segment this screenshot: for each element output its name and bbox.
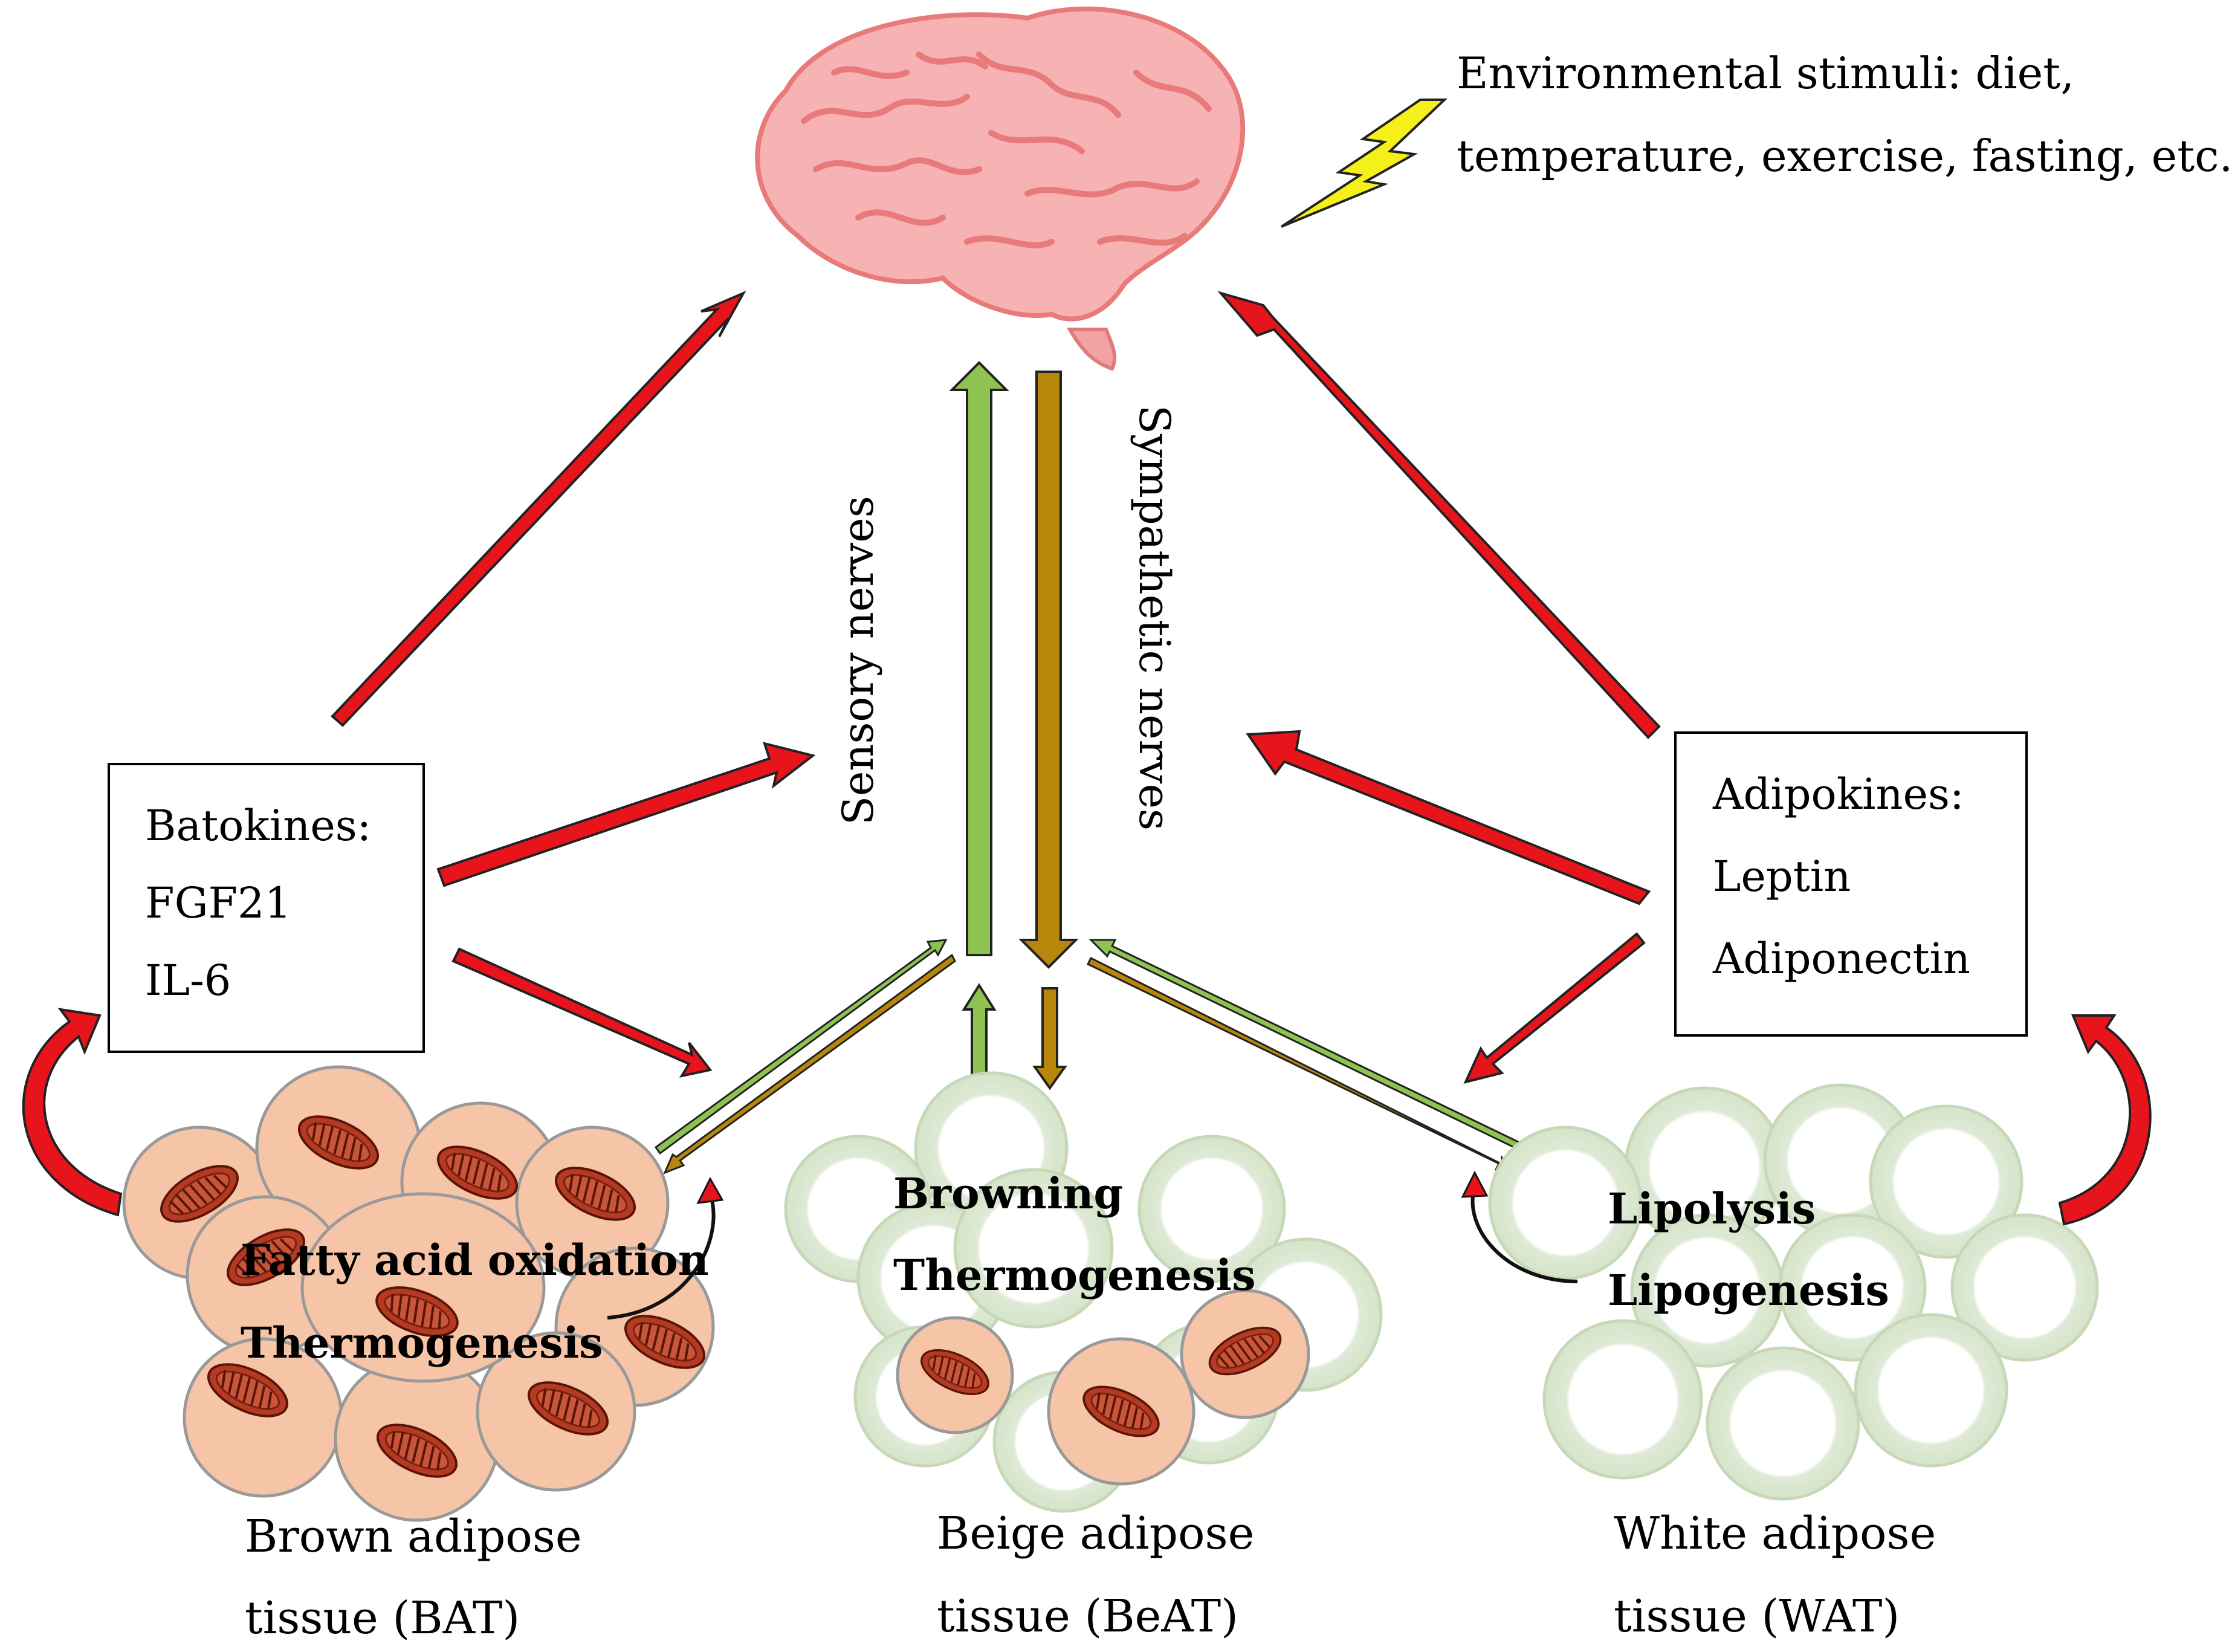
nerve-diagonals bbox=[654, 939, 1540, 1174]
arrow-batokines-to-brain bbox=[331, 290, 746, 727]
sympathetic-nerve-arrow-small bbox=[1032, 987, 1067, 1090]
white-adipose-cells bbox=[1488, 1083, 2099, 1501]
feedback-arrows bbox=[22, 1008, 2152, 1226]
beat-process-label: Browning bbox=[893, 1168, 1124, 1219]
arrow-adipokines-to-nerves bbox=[1246, 730, 1651, 905]
adipokines-title: Adipokines: bbox=[1713, 769, 1964, 819]
wat-process-label: Lipolysis bbox=[1608, 1184, 1816, 1234]
beat-tissue-label: Beige adipose bbox=[937, 1508, 1255, 1560]
bat-process-label: Fatty acid oxidation bbox=[241, 1235, 709, 1285]
beige-brown-cells bbox=[896, 1289, 1310, 1486]
bat-tissue-label: tissue (BAT) bbox=[245, 1592, 520, 1644]
signal-arrows bbox=[331, 290, 1661, 1084]
brain-illustration bbox=[755, 6, 1246, 371]
sensory-nerve-arrow bbox=[949, 361, 1009, 956]
batokines-title: Batokines: bbox=[145, 801, 372, 850]
local-loop-arrows bbox=[607, 1170, 1578, 1320]
sensory-to-bat-arrow bbox=[654, 939, 948, 1155]
wat-tissue-label: tissue (WAT) bbox=[1614, 1590, 1900, 1642]
batokine-item: IL-6 bbox=[145, 956, 231, 1005]
beat-process-label: Thermogenesis bbox=[893, 1250, 1256, 1300]
batokine-item: FGF21 bbox=[145, 878, 292, 928]
bat-to-batokines-loop bbox=[22, 1008, 123, 1217]
wat-to-adipokines-loop bbox=[2058, 1014, 2152, 1226]
environment-label-line2: temperature, exercise, fasting, etc. bbox=[1457, 131, 2229, 181]
adipokine-item: Leptin bbox=[1713, 852, 1851, 901]
sympathetic-to-bat-arrow bbox=[663, 953, 956, 1174]
adipokine-item: Adiponectin bbox=[1713, 934, 1971, 983]
arrow-batokines-to-nerves bbox=[436, 742, 816, 887]
sympathetic-nerve-arrow bbox=[1018, 371, 1079, 969]
arrow-adipokines-to-wat bbox=[1463, 932, 1646, 1084]
lightning-bolt-icon bbox=[1280, 99, 1448, 228]
bat-process-label: Thermogenesis bbox=[241, 1318, 603, 1368]
sympathetic-nerves-label: Sympathetic nerves bbox=[1130, 405, 1179, 831]
sensory-to-wat-arrow bbox=[1089, 939, 1540, 1159]
arrow-batokines-to-bat-nerves bbox=[451, 947, 713, 1078]
brown-adipose-cells bbox=[122, 1065, 715, 1522]
beat-tissue-label: tissue (BeAT) bbox=[937, 1590, 1238, 1642]
batokines-box: Batokines: FGF21 IL-6 bbox=[108, 763, 425, 1053]
adipokines-box: Adipokines: Leptin Adiponectin bbox=[1674, 731, 2028, 1037]
bat-tissue-label: Brown adipose bbox=[245, 1511, 582, 1563]
wat-process-label: Lipogenesis bbox=[1608, 1265, 1889, 1315]
sensory-nerves-label: Sensory nerves bbox=[833, 496, 883, 825]
environment-label-line1: Environmental stimuli: diet, bbox=[1457, 48, 2075, 99]
nerve-arrows bbox=[949, 361, 1079, 1092]
wat-tissue-label: White adipose bbox=[1614, 1508, 1936, 1560]
sympathetic-to-wat-arrow bbox=[1086, 956, 1516, 1174]
arrow-adipokines-to-brain bbox=[1217, 291, 1661, 739]
